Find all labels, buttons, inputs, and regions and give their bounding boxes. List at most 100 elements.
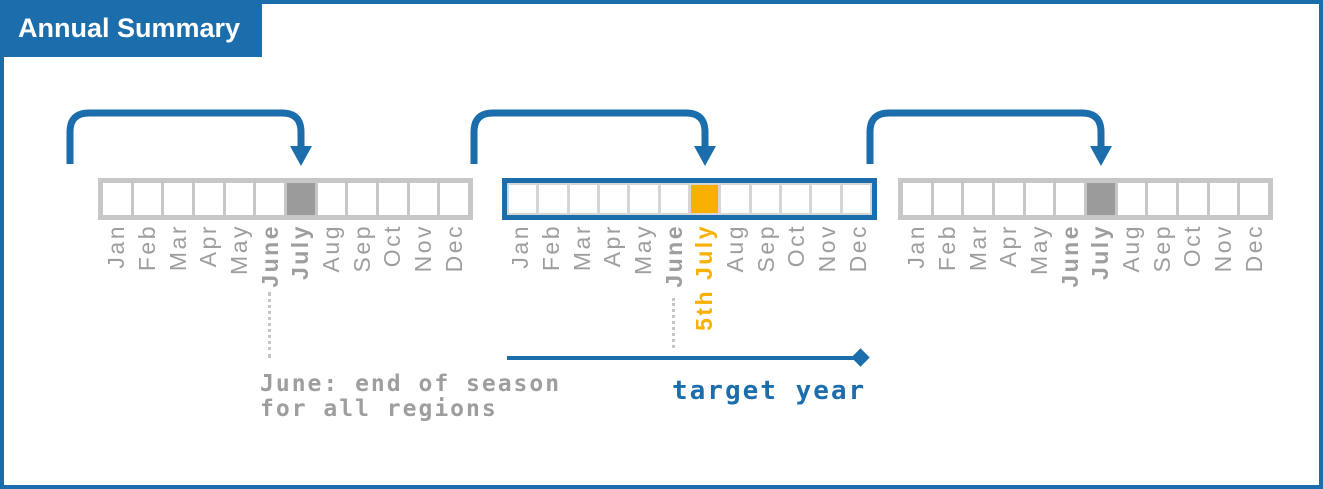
month-label: June — [1056, 224, 1083, 288]
month-label-cell: Sep — [752, 224, 780, 354]
month-cell — [630, 185, 658, 213]
month-label-cell: Feb — [134, 224, 162, 354]
month-label: May — [1026, 224, 1053, 275]
month-label-cell: July — [1087, 224, 1115, 354]
month-label-cell: June — [1056, 224, 1084, 354]
month-cell — [379, 183, 407, 215]
month-cell — [569, 185, 597, 213]
month-label: Nov — [1210, 224, 1237, 273]
month-cell — [195, 183, 223, 215]
month-cell — [1056, 183, 1085, 215]
month-cell — [509, 185, 537, 213]
month-cell — [409, 183, 438, 215]
month-label: May — [226, 224, 253, 275]
month-label: Aug — [722, 224, 749, 273]
month-label: Aug — [1118, 224, 1145, 273]
month-label: Oct — [379, 224, 406, 268]
month-cell-highlighted — [1087, 183, 1115, 215]
month-strip-target-year — [502, 178, 877, 220]
month-label: Dec — [440, 224, 467, 273]
month-label-cell: July — [287, 224, 315, 354]
month-cell — [903, 183, 931, 215]
month-cell — [995, 183, 1023, 215]
page-title: Annual Summary — [4, 4, 262, 57]
month-label-cell: Mar — [568, 224, 596, 354]
month-label-cell: Aug — [318, 224, 346, 354]
month-cell — [1025, 183, 1054, 215]
month-cell — [1179, 183, 1207, 215]
month-label: Nov — [410, 224, 437, 273]
month-label-cell: May — [630, 224, 658, 354]
month-label: Oct — [783, 224, 810, 268]
month-cell — [842, 185, 870, 213]
month-strip-left-year — [98, 178, 473, 220]
month-label: Apr — [195, 224, 222, 268]
month-label: July — [1087, 224, 1114, 281]
month-cell — [103, 183, 131, 215]
target-year-line — [507, 356, 857, 360]
month-cell — [317, 183, 346, 215]
month-label-cell: Jan — [103, 224, 131, 354]
month-label-cell: Apr — [195, 224, 223, 354]
month-label: 5th July — [691, 224, 718, 331]
month-label-cell: Mar — [164, 224, 192, 354]
month-label-cell: May — [226, 224, 254, 354]
month-cell — [721, 185, 749, 213]
month-label-cell: Dec — [844, 224, 872, 354]
month-label: Dec — [844, 224, 871, 273]
month-label-cell: Sep — [348, 224, 376, 354]
month-label: Apr — [599, 224, 626, 268]
month-label-cell: Nov — [410, 224, 438, 354]
month-label: June — [660, 224, 687, 288]
month-label-cell: Nov — [1210, 224, 1238, 354]
month-label: Feb — [934, 224, 960, 272]
month-cell — [660, 185, 688, 213]
june-dotted-line-target — [672, 298, 675, 348]
month-label-cell: 5th July — [691, 224, 719, 354]
month-strip-right-year — [898, 178, 1273, 220]
month-label-cell: Dec — [440, 224, 468, 354]
month-label-cell: Aug — [1118, 224, 1146, 354]
june-note: June: end of season for all regions — [260, 372, 561, 422]
month-label-cell: Feb — [538, 224, 566, 354]
month-label: Jan — [903, 224, 930, 269]
month-label-cell: Apr — [995, 224, 1023, 354]
target-year-label: target year — [672, 376, 867, 406]
month-cell-highlighted — [287, 183, 315, 215]
month-label: Mar — [164, 224, 191, 272]
month-label-cell: Feb — [934, 224, 962, 354]
month-cell — [964, 183, 993, 215]
month-label: Aug — [318, 224, 345, 273]
month-label-cell: Oct — [783, 224, 811, 354]
month-label: June — [256, 224, 283, 288]
month-cell — [933, 183, 962, 215]
month-label: Nov — [814, 224, 841, 273]
month-cell — [256, 183, 285, 215]
month-label: Dec — [1240, 224, 1267, 273]
month-label: Feb — [538, 224, 564, 272]
month-cell — [781, 185, 810, 213]
june-note-line2: for all regions — [260, 396, 498, 422]
month-cell — [812, 185, 840, 213]
month-cell-highlighted — [690, 185, 719, 213]
month-label: July — [287, 224, 314, 281]
month-label: May — [630, 224, 657, 275]
june-dotted-line-left — [268, 292, 271, 358]
month-label: Mar — [964, 224, 991, 272]
month-label-cell: Oct — [379, 224, 407, 354]
month-cell — [751, 185, 779, 213]
month-cell — [539, 185, 567, 213]
month-cell — [1148, 183, 1177, 215]
month-label-cell: Jan — [903, 224, 931, 354]
month-cell — [225, 183, 254, 215]
wrap-around-arrow-icon — [866, 109, 1112, 166]
wrap-around-arrow-icon — [470, 109, 716, 166]
month-label: Sep — [1148, 224, 1175, 273]
month-label-cell: Jan — [507, 224, 535, 354]
month-cell — [440, 183, 469, 215]
month-label-cell: Apr — [599, 224, 627, 354]
